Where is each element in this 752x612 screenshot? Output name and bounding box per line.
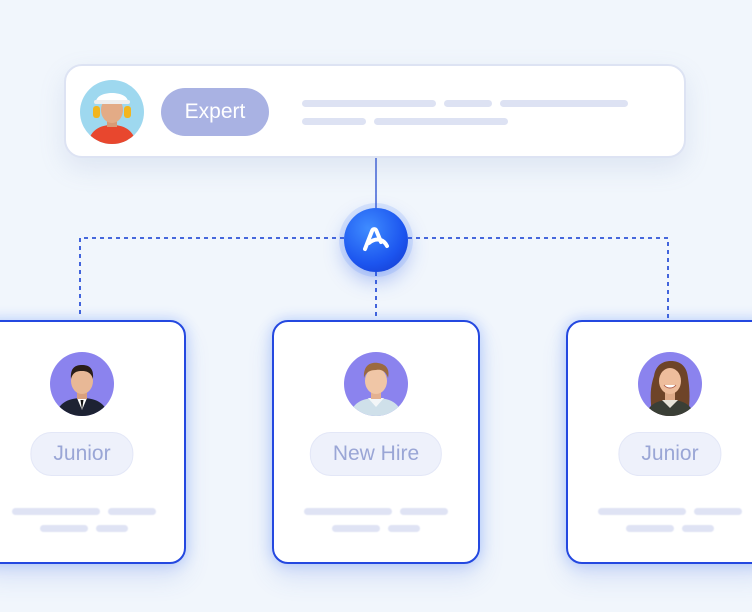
brand-logo-icon <box>363 227 389 251</box>
member-text-placeholder <box>388 525 420 532</box>
expert-text-placeholder <box>444 100 492 107</box>
woman-smiling-icon <box>638 352 702 416</box>
young-man-icon <box>344 352 408 416</box>
member-role-badge: New Hire <box>309 432 443 476</box>
member-text-placeholder <box>12 508 100 515</box>
expert-role-badge: Expert <box>161 88 269 136</box>
member-role-badge: Junior <box>618 432 722 476</box>
member-text-placeholder <box>304 508 392 515</box>
expert-text-placeholder <box>302 118 366 125</box>
member-text-placeholder <box>682 525 714 532</box>
member-text-placeholder <box>332 525 380 532</box>
member-text-placeholder <box>694 508 742 515</box>
hub-logo <box>344 208 408 272</box>
man-suit-icon <box>50 352 114 416</box>
expert-text-placeholder <box>500 100 628 107</box>
member-text-placeholder <box>400 508 448 515</box>
member-card-left: Junior <box>0 320 186 564</box>
member-text-placeholder <box>96 525 128 532</box>
member-role-badge: Junior <box>30 432 134 476</box>
expert-card: Expert <box>64 64 686 158</box>
worker-hardhat-icon <box>80 80 144 144</box>
member-avatar <box>50 352 114 416</box>
expert-text-placeholder <box>374 118 508 125</box>
member-text-placeholder <box>598 508 686 515</box>
member-avatar <box>344 352 408 416</box>
member-text-placeholder <box>108 508 156 515</box>
member-text-placeholder <box>40 525 88 532</box>
expert-avatar <box>80 80 144 144</box>
member-avatar <box>638 352 702 416</box>
member-card-center: New Hire <box>272 320 480 564</box>
expert-text-placeholder <box>302 100 436 107</box>
hub-left-dashed-line <box>79 237 344 318</box>
hub-right-dashed-line <box>408 237 669 318</box>
member-card-right: Junior <box>566 320 752 564</box>
member-text-placeholder <box>626 525 674 532</box>
